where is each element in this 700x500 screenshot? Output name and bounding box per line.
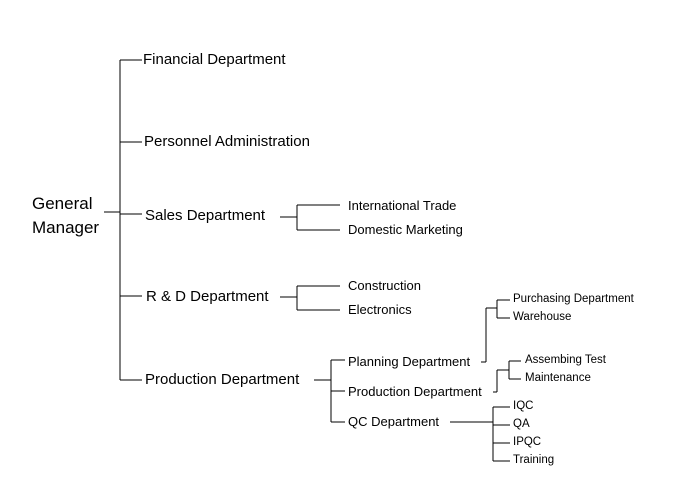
node-rd-department: R & D Department xyxy=(146,288,269,305)
node-financial-department: Financial Department xyxy=(143,51,286,68)
node-iqc: IQC xyxy=(513,400,534,412)
node-personnel-administration: Personnel Administration xyxy=(144,133,310,150)
node-qa: QA xyxy=(513,418,530,430)
node-maintenance: Maintenance xyxy=(525,372,591,384)
node-planning-department: Planning Department xyxy=(348,354,471,369)
node-production-department-sub: Production Department xyxy=(348,384,482,399)
node-construction: Construction xyxy=(348,278,421,293)
root-label-line1: General xyxy=(32,194,93,213)
node-production-department: Production Department xyxy=(145,371,300,388)
node-purchasing-department: Purchasing Department xyxy=(513,293,634,305)
node-international-trade: International Trade xyxy=(348,198,457,213)
root-label-line2: Manager xyxy=(32,218,100,237)
node-electronics: Electronics xyxy=(348,302,412,317)
root-node: General Manager xyxy=(32,192,99,240)
node-ipqc: IPQC xyxy=(513,436,542,448)
node-training: Training xyxy=(513,454,555,466)
node-assembing-test: Assembing Test xyxy=(525,354,606,366)
node-warehouse: Warehouse xyxy=(513,311,572,323)
node-sales-department: Sales Department xyxy=(145,207,266,224)
node-domestic-marketing: Domestic Marketing xyxy=(348,222,463,237)
node-qc-department: QC Department xyxy=(348,414,440,429)
